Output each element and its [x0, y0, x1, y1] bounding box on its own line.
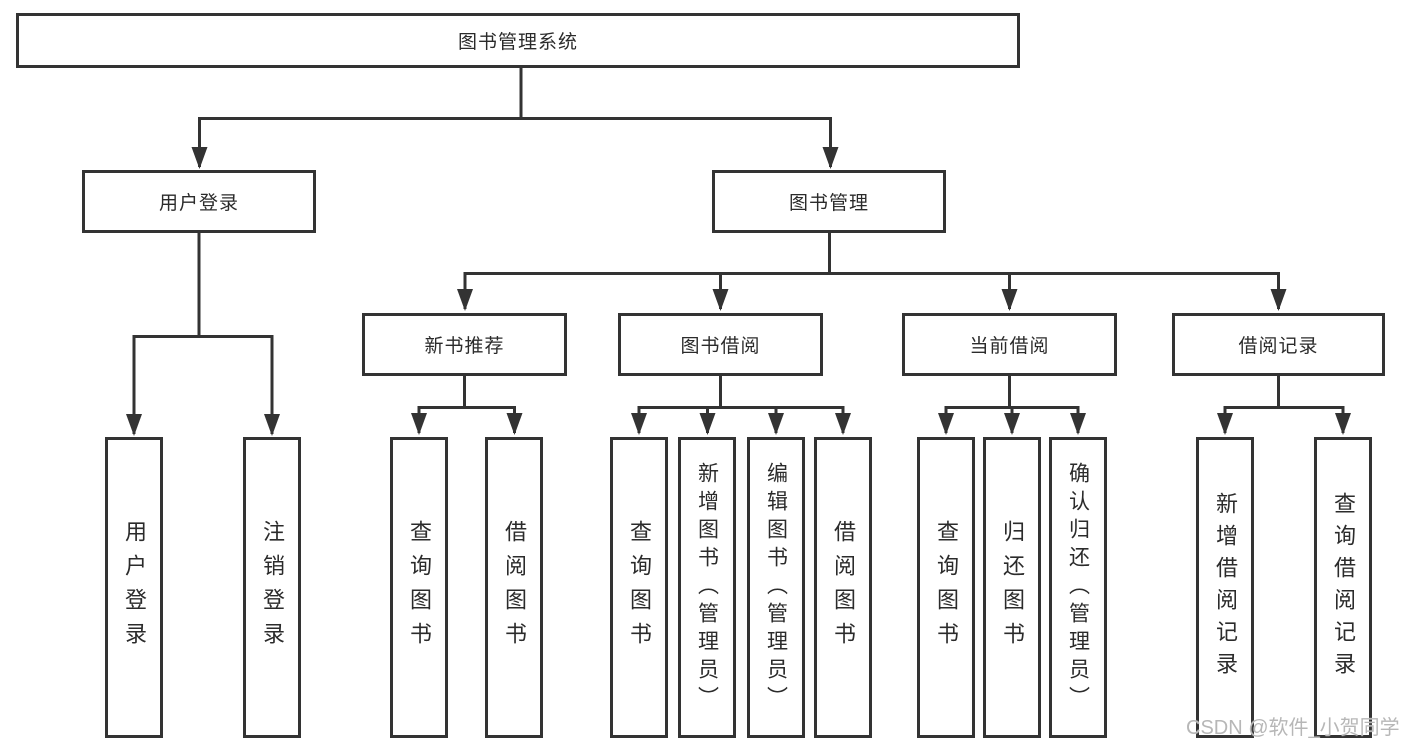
node-label: 查询图书	[627, 519, 652, 656]
node-label: 查询图书	[934, 519, 959, 656]
node-label: 新增借阅记录	[1213, 491, 1238, 684]
leaf-record-add-borrow-record: 新增借阅记录	[1196, 437, 1254, 738]
leaf-borrow-borrow-book: 借阅图书	[814, 437, 872, 738]
leaf-current-return-book: 归还图书	[983, 437, 1041, 738]
leaf-current-confirm-return-admin: 确认归还（管理员）	[1049, 437, 1107, 738]
node-label: 确认归还（管理员）	[1066, 461, 1090, 714]
leaf-borrow-edit-book-admin: 编辑图书（管理员）	[747, 437, 805, 738]
node-label: 借阅记录	[1238, 336, 1319, 357]
node-label: 查询借阅记录	[1331, 491, 1356, 684]
node-label: 用户登录	[158, 193, 239, 214]
node-borrow-record: 借阅记录	[1172, 313, 1385, 376]
leaf-borrow-query-book: 查询图书	[610, 437, 668, 738]
leaf-recommend-query-book: 查询图书	[390, 437, 448, 738]
leaf-record-query-borrow-record: 查询借阅记录	[1314, 437, 1372, 738]
node-label: 编辑图书（管理员）	[764, 461, 788, 714]
node-label: 查询图书	[407, 519, 432, 656]
leaf-recommend-borrow-book: 借阅图书	[485, 437, 543, 738]
node-book-management: 图书管理	[712, 170, 946, 233]
node-current-borrow: 当前借阅	[902, 313, 1117, 376]
leaf-current-query-book: 查询图书	[917, 437, 975, 738]
node-label: 新增图书（管理员）	[695, 461, 719, 714]
node-new-book-recommend: 新书推荐	[362, 313, 567, 376]
node-library-management-system: 图书管理系统	[16, 13, 1020, 68]
node-book-borrow: 图书借阅	[618, 313, 823, 376]
csdn-watermark: CSDN @软件_小贺同学	[1186, 717, 1400, 739]
node-user-login: 用户登录	[82, 170, 316, 233]
leaf-user-login: 用户登录	[105, 437, 163, 738]
node-label: 当前借阅	[969, 336, 1050, 357]
node-label: 借阅图书	[831, 519, 856, 656]
node-label: 图书管理	[788, 193, 869, 214]
node-label: 用户登录	[122, 519, 147, 656]
node-label: 新书推荐	[424, 336, 505, 357]
node-label: 图书借阅	[680, 336, 761, 357]
node-label: 借阅图书	[502, 519, 527, 656]
leaf-logout: 注销登录	[243, 437, 301, 738]
node-label: 注销登录	[260, 519, 285, 656]
node-label: 图书管理系统	[457, 32, 578, 53]
leaf-borrow-add-book-admin: 新增图书（管理员）	[678, 437, 736, 738]
node-label: 归还图书	[1000, 519, 1025, 656]
